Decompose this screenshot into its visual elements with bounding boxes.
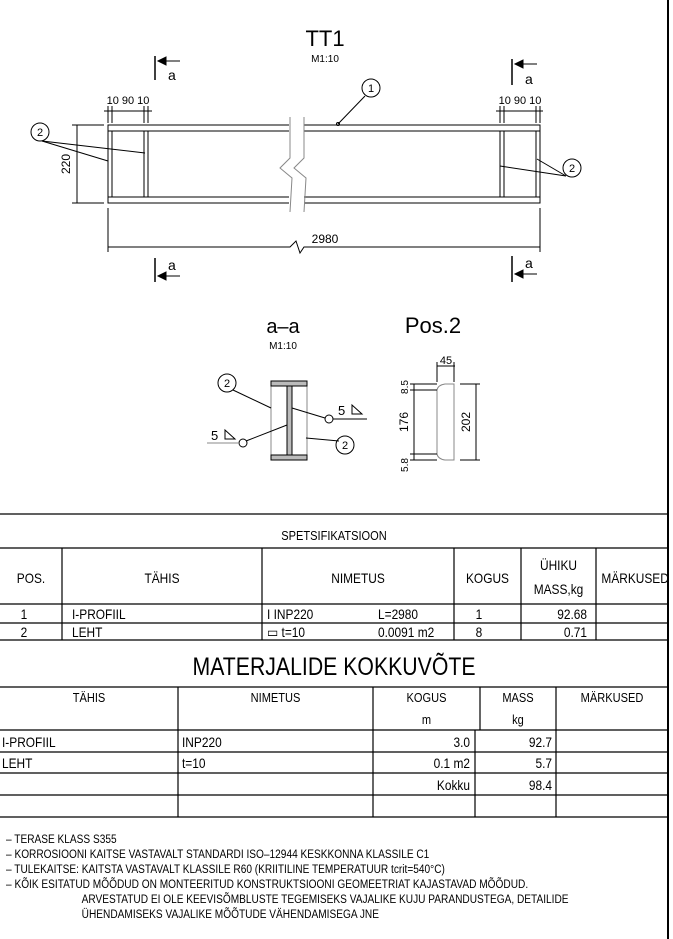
svg-text:a: a xyxy=(525,255,533,271)
balloon-2-left: 2 xyxy=(37,127,43,139)
spec-title: SPETSIFIKATSIOON xyxy=(281,528,387,543)
height-dimension: 220 xyxy=(59,154,73,174)
header-uhiku: ÜHIKU xyxy=(539,557,578,573)
header-mass-unit: kg xyxy=(512,712,524,727)
section-a-a: a–a M1:10 2 5 5 2 xyxy=(207,316,367,461)
header-mass: MASS xyxy=(502,690,534,705)
note: – KORROSIOONI KAITSE VASTAVALT STANDARDI… xyxy=(6,849,430,861)
header-pos: POS. xyxy=(16,570,46,586)
header-markused: MÄRKUSED xyxy=(580,690,644,705)
section-marker: a a a a xyxy=(154,56,537,282)
header-mass: MASS,kg xyxy=(533,581,584,597)
header-nimetus: NIMETUS xyxy=(331,570,385,586)
weld-label-left: 5 xyxy=(211,428,218,443)
svg-text:a: a xyxy=(168,67,176,83)
header-tahis: TÄHIS xyxy=(72,690,106,705)
header-tahis: TÄHIS xyxy=(144,570,180,586)
header-markused: MÄRKUSED xyxy=(601,570,669,586)
header-kogus: KOGUS xyxy=(465,570,509,586)
note-continuation: ARVESTATUD EI OLE KEEVISÕMBLUSTE TEGEMIS… xyxy=(81,894,569,906)
balloon-1: 1 xyxy=(368,83,374,95)
section-title: a–a xyxy=(266,316,300,338)
stiffener-dims-left: 10 90 10 xyxy=(107,95,150,107)
svg-text:a: a xyxy=(525,71,533,87)
summary-table-grid xyxy=(0,686,668,818)
weld-label-right: 5 xyxy=(338,403,345,418)
beam-elevation: TT1 M1:10 220 10 90 10 10 90 10 2980 a a xyxy=(30,26,582,282)
svg-text:2: 2 xyxy=(342,440,348,452)
balloon-2-right: 2 xyxy=(569,163,575,175)
header-nimetus: NIMETUS xyxy=(250,690,301,705)
stiffener-dims-right: 10 90 10 xyxy=(499,95,542,107)
svg-text:5.8: 5.8 xyxy=(400,458,411,472)
svg-text:2: 2 xyxy=(224,378,230,390)
length-dimension: 2980 xyxy=(312,232,339,246)
general-notes: – TERASE KLASS S355 – KORROSIOONI KAITSE… xyxy=(6,833,569,923)
note: – TERASE KLASS S355 xyxy=(6,834,117,846)
section-scale: M1:10 xyxy=(269,341,297,352)
pos2-detail: Pos.2 45 8.5 176 5.8 202 xyxy=(397,313,480,472)
drawing-title: TT1 xyxy=(305,26,344,51)
header-kogus: KOGUS xyxy=(406,690,447,705)
spec-table-grid xyxy=(0,513,668,641)
pos2-title: Pos.2 xyxy=(405,313,461,338)
summary-title: MATERJALIDE KOKKUVÕTE xyxy=(192,653,476,681)
svg-text:a: a xyxy=(168,257,176,273)
drawing-scale: M1:10 xyxy=(311,54,339,65)
svg-text:176: 176 xyxy=(397,412,411,432)
header-kogus-unit: m xyxy=(421,712,432,727)
svg-text:8.5: 8.5 xyxy=(400,380,411,394)
note: – TULEKAITSE: KAITSTA VASTAVALT KLASSILE… xyxy=(6,864,445,876)
note-continuation: ÜHENDAMISEKS VAJALIKE MÕÕTUDE VÄHENDAMIS… xyxy=(81,909,379,921)
note: – KÕIK ESITATUD MÕÕDUD ON MONTEERITUD KO… xyxy=(6,879,529,891)
svg-text:202: 202 xyxy=(459,412,473,432)
svg-text:45: 45 xyxy=(440,355,452,367)
